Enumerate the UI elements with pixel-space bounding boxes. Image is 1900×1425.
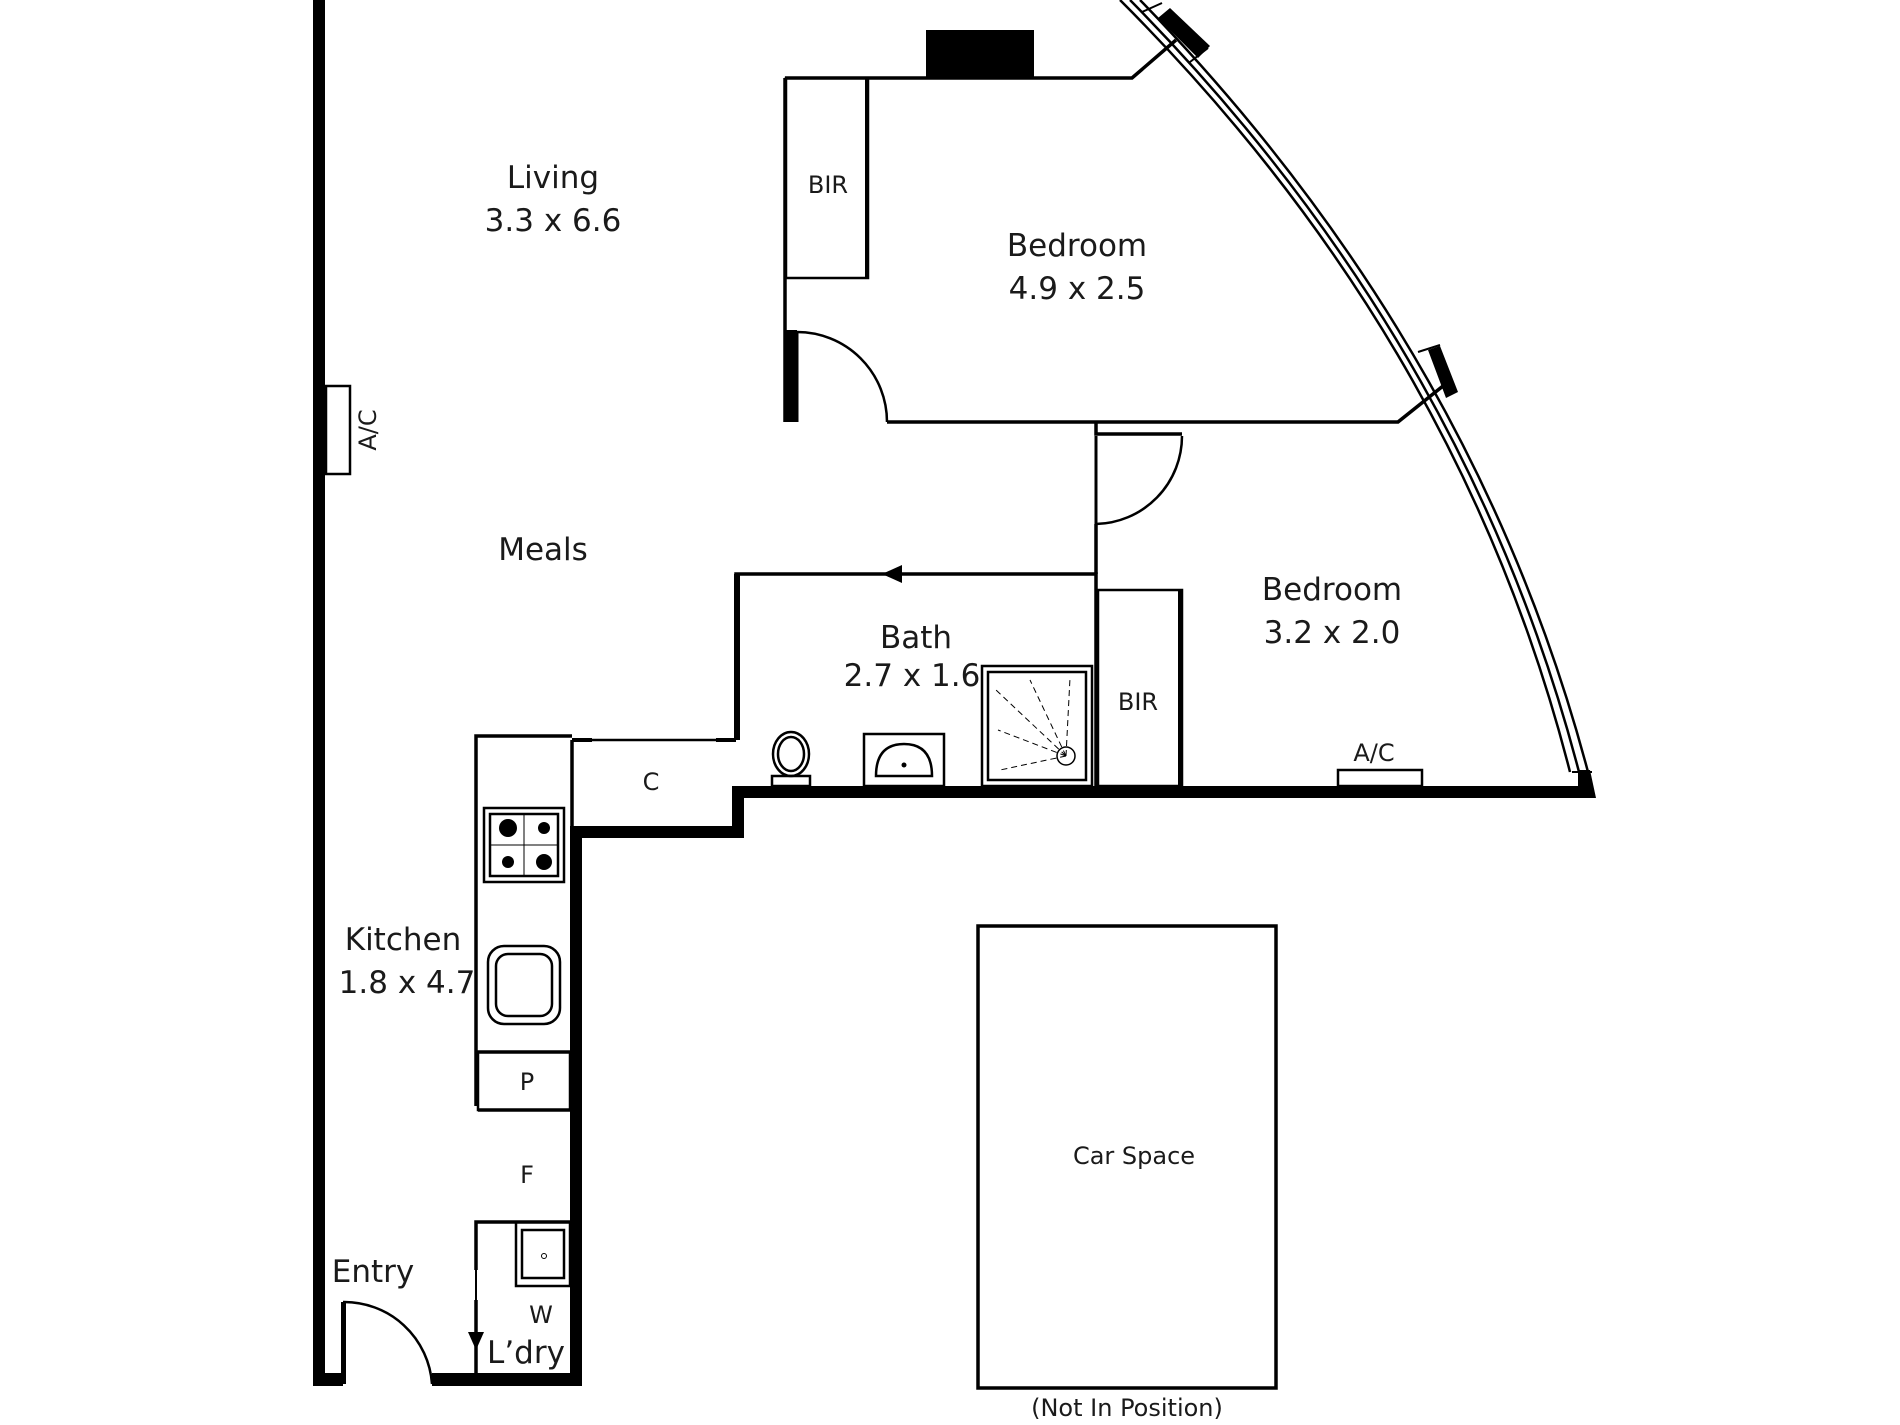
entry-wall-right bbox=[432, 1373, 580, 1386]
living-size: 3.3 x 6.6 bbox=[485, 203, 622, 239]
living-name: Living bbox=[507, 160, 599, 196]
ac-2-label: A/C bbox=[1353, 739, 1394, 767]
cupboard-label: C bbox=[643, 768, 660, 796]
curved-window bbox=[1119, 0, 1592, 773]
cooktop bbox=[482, 806, 566, 884]
kitchen-name: Kitchen bbox=[345, 922, 462, 958]
pantry-label: P bbox=[520, 1068, 534, 1096]
entry-wall-left bbox=[313, 1373, 343, 1386]
bedroom2-size: 3.2 x 2.0 bbox=[1264, 615, 1401, 651]
bath-basin bbox=[862, 732, 946, 788]
entry-door bbox=[341, 1300, 434, 1385]
bath-name: Bath bbox=[880, 620, 952, 656]
chimney-block bbox=[926, 30, 1034, 78]
ac-unit-1 bbox=[324, 384, 352, 476]
window-mullion-2 bbox=[1428, 346, 1458, 398]
bedroom1-door-jamb bbox=[785, 330, 797, 422]
step-wall-vertical bbox=[732, 786, 744, 838]
bir-2-label: BIR bbox=[1118, 688, 1158, 716]
kitchen-east-wall bbox=[570, 826, 582, 1386]
ac-1-label: A/C bbox=[354, 409, 382, 450]
window-mullion-1 bbox=[1158, 8, 1210, 58]
toilet bbox=[770, 730, 812, 788]
ac-unit-2 bbox=[1336, 768, 1424, 788]
bath-size: 2.7 x 1.6 bbox=[844, 658, 981, 694]
laundry-name: L’dry bbox=[487, 1335, 565, 1371]
step-wall-top bbox=[570, 826, 742, 838]
laundry bbox=[468, 1220, 572, 1376]
pantry bbox=[476, 1050, 572, 1112]
cupboard bbox=[570, 738, 736, 826]
bedroom1-door bbox=[795, 330, 889, 423]
kitchen-sink bbox=[486, 944, 562, 1026]
entry-name: Entry bbox=[332, 1254, 414, 1290]
car-space-note: (Not In Position) bbox=[1031, 1394, 1223, 1422]
bir-2-cabinet bbox=[1096, 588, 1184, 788]
bir-1-cabinet bbox=[784, 76, 870, 280]
meals-name: Meals bbox=[498, 532, 588, 568]
south-east-corner bbox=[1578, 770, 1596, 798]
car-space-name: Car Space bbox=[1073, 1142, 1195, 1170]
labels: Living 3.3 x 6.6 Meals Bedroom 4.9 x 2.5… bbox=[332, 160, 1402, 1422]
fridge-label: F bbox=[520, 1161, 534, 1189]
sliding-door-arrow bbox=[882, 565, 1094, 583]
south-wall bbox=[732, 786, 1588, 798]
kitchen-size: 1.8 x 4.7 bbox=[339, 965, 476, 1001]
bir-1-label: BIR bbox=[808, 171, 848, 199]
car-space bbox=[976, 924, 1278, 1390]
bedroom1-name: Bedroom bbox=[1007, 228, 1147, 264]
washer-label: W bbox=[529, 1301, 553, 1329]
shower bbox=[980, 664, 1094, 788]
exterior-walls bbox=[313, 0, 1596, 1386]
bedroom2-door bbox=[1094, 435, 1184, 526]
bedroom2-name: Bedroom bbox=[1262, 572, 1402, 608]
bedroom1-walls bbox=[783, 30, 1445, 436]
bedroom1-size: 4.9 x 2.5 bbox=[1009, 271, 1146, 307]
kitchen-bench bbox=[474, 734, 572, 1106]
west-wall bbox=[313, 0, 325, 1386]
